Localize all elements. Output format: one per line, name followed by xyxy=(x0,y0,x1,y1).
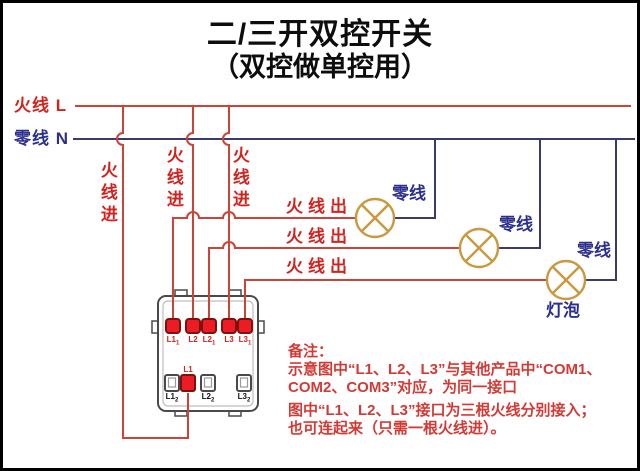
live-out-label-1: 火线出 xyxy=(286,197,352,216)
terminal-L2 xyxy=(185,318,201,334)
terminal-label-L1-1: L11 xyxy=(166,335,180,347)
wiring-diagram-canvas xyxy=(73,105,635,439)
notes-line-1: 示意图中“L1、L2、L3”与其他产品中“COM1、 xyxy=(288,361,602,378)
lamp-3 xyxy=(545,259,587,301)
terminal-L1-2 xyxy=(164,374,180,392)
live-out-wire-3 xyxy=(244,279,546,321)
live-out-label-3: 火线出 xyxy=(286,257,352,276)
neutral-bus-label: 零线 N xyxy=(14,129,69,148)
terminal-L1-1 xyxy=(165,318,181,334)
terminal-L2-2 xyxy=(200,374,216,392)
lamp-2 xyxy=(458,227,500,269)
neutral-wire-2 xyxy=(499,139,541,249)
terminal-L3-2 xyxy=(236,374,252,392)
terminal-label-L2-1: L21 xyxy=(202,335,216,347)
live-out-wire-1 xyxy=(172,211,355,321)
terminal-L1-common xyxy=(180,374,196,392)
lamp-1 xyxy=(354,197,396,239)
page-title: 二/三开双控开关 xyxy=(206,18,434,51)
neutral-wire-1 xyxy=(395,139,436,219)
live-in-wire-3 xyxy=(222,106,230,321)
neutral-label-1: 零线 xyxy=(392,184,426,203)
notes-line-2: COM2、COM3”对应，为同一接口 xyxy=(288,379,518,396)
terminal-L2-1 xyxy=(201,318,217,334)
live-in-label-2: 火线进 xyxy=(163,146,183,212)
terminal-label-L3-1: L31 xyxy=(238,335,252,347)
terminal-label-L1-common: L1 xyxy=(183,365,193,374)
live-in-wire-2 xyxy=(186,106,194,321)
notes-line-4: 也可连起来（只需一根火线进）。 xyxy=(288,420,506,437)
terminal-L3 xyxy=(221,318,237,334)
terminal-label-L2-2: L22 xyxy=(201,392,215,404)
page-subtitle: （双控做单控用） xyxy=(212,52,428,82)
terminal-label-L2: L2 xyxy=(188,335,198,344)
neutral-wire-3 xyxy=(586,139,617,281)
neutral-label-3: 零线 xyxy=(577,241,611,260)
live-out-wire-2 xyxy=(208,241,459,321)
neutral-label-2: 零线 xyxy=(499,215,533,234)
bulb-label: 灯泡 xyxy=(546,301,580,320)
live-out-label-2: 火线出 xyxy=(286,227,352,246)
live-in-wire-1 xyxy=(116,106,189,439)
notes-heading: 备注： xyxy=(288,343,334,360)
notes-line-3: 图中“L1、L2、L3”接口为三根火线分别接入； xyxy=(288,402,596,419)
live-in-label-1: 火线进 xyxy=(97,161,117,227)
terminal-label-L3: L3 xyxy=(224,335,234,344)
live-in-label-3: 火线进 xyxy=(229,146,249,212)
live-bus-label: 火线 L xyxy=(14,96,68,115)
terminal-label-L3-2: L32 xyxy=(237,392,251,404)
terminal-label-L1-2: L12 xyxy=(165,392,179,404)
terminal-L3-1 xyxy=(237,318,253,334)
